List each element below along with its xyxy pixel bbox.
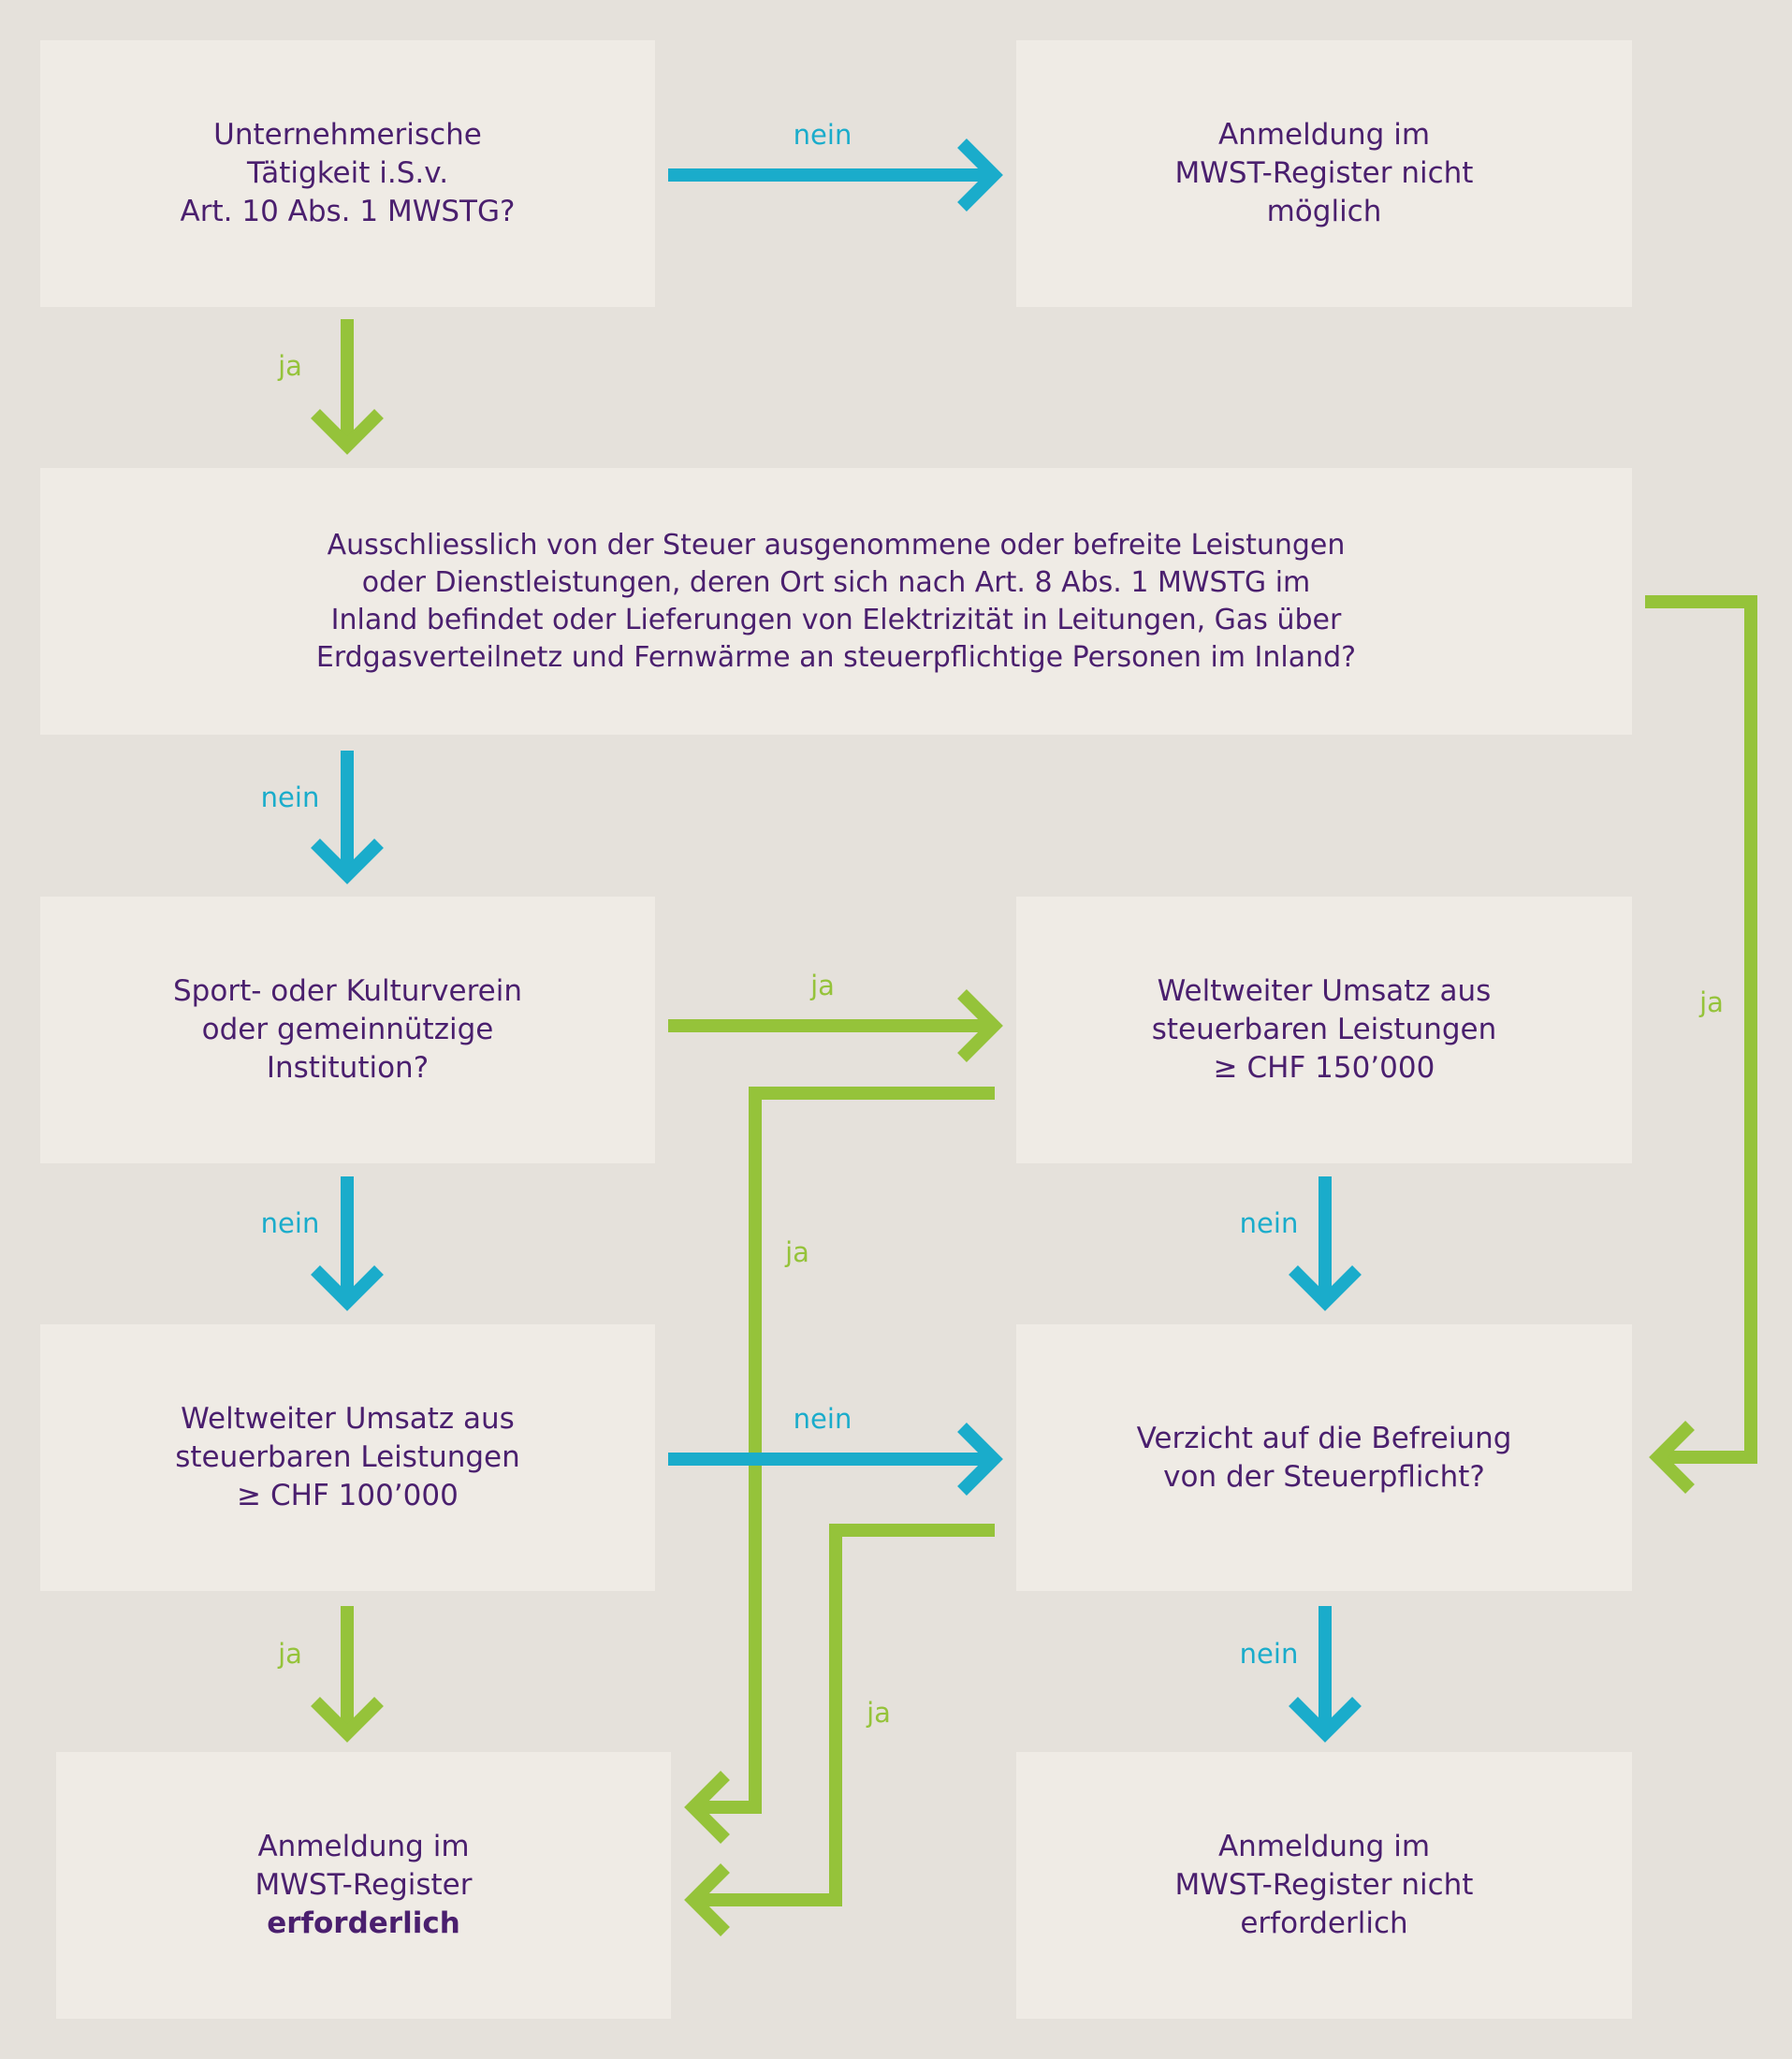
node-line: möglich: [1266, 195, 1382, 228]
arrow-nein-to-nicht-erforderlich: [1289, 1606, 1362, 1743]
node-umsatz-100000: Weltweiter Umsatz aus steuerbaren Leistu…: [40, 1324, 655, 1591]
node-line: Unternehmerische: [213, 118, 482, 152]
edge-label-nein: nein: [793, 119, 852, 151]
arrow-ja-to-ausschliesslich: [311, 319, 384, 455]
arrow-ja-to-erforderlich: [311, 1606, 384, 1743]
node-line: steuerbaren Leistungen: [175, 1440, 520, 1474]
node-line: Anmeldung im: [257, 1830, 470, 1863]
arrow-head: [311, 1265, 384, 1311]
node-register-nicht-erforderlich: Anmeldung im MWST-Register nicht erforde…: [1016, 1752, 1632, 2019]
arrow-head: [311, 409, 384, 455]
node-line: ≥ CHF 100’000: [237, 1479, 459, 1512]
arrow-head: [957, 1423, 1003, 1496]
node-line: Sport- oder Kulturverein: [173, 974, 522, 1008]
arrow-ja-umsatz150-to-erforderlich: [684, 1087, 995, 1844]
arrow-head: [957, 139, 1003, 212]
arrow-shaft: [693, 1087, 995, 1814]
edge-label-nein: nein: [1239, 1638, 1299, 1670]
arrow-ja-to-verzicht-loop: [1645, 595, 1757, 1494]
node-ausschliesslich-befreite-leistungen: Ausschliesslich von der Steuer ausgenomm…: [40, 468, 1632, 735]
edge-label-ja: ja: [867, 1697, 891, 1729]
arrow-head: [684, 1863, 730, 1936]
edge-label-ja: ja: [810, 970, 835, 1001]
node-line: Anmeldung im: [1217, 118, 1431, 152]
node-line: Inland befindet oder Lieferungen von Ele…: [330, 603, 1342, 636]
arrow-head: [684, 1771, 730, 1844]
node-line: Erdgasverteilnetz und Fernwärme an steue…: [315, 640, 1357, 674]
arrow-shaft: [1645, 595, 1757, 1464]
edge-label-ja: ja: [785, 1236, 809, 1268]
arrow-head: [311, 1697, 384, 1743]
node-line: oder Dienstleistungen, deren Ort sich na…: [361, 565, 1311, 599]
node-line: Verzicht auf die Befreiung: [1136, 1421, 1512, 1455]
arrow-nein-umsatz100-to-verzicht: [668, 1423, 1003, 1496]
arrow-nein-to-register-nicht-moeglich: [668, 139, 1003, 212]
node-line: Institution?: [266, 1051, 430, 1085]
arrow-ja-to-umsatz-150: [668, 989, 1003, 1062]
arrow-shaft: [693, 1524, 995, 1906]
node-unternehmerische-taetigkeit: Unternehmerische Tätigkeit i.S.v. Art. 1…: [40, 40, 655, 307]
arrow-ja-verzicht-to-erforderlich: [684, 1524, 995, 1936]
node-line: MWST-Register: [255, 1868, 473, 1902]
arrow-head: [1289, 1697, 1362, 1743]
node-line: MWST-Register nicht: [1174, 1868, 1474, 1902]
node-register-nicht-moeglich: Anmeldung im MWST-Register nicht möglich: [1016, 40, 1632, 307]
edge-label-ja: ja: [278, 350, 302, 382]
node-sport-kulturverein: Sport- oder Kulturverein oder gemeinnütz…: [40, 897, 655, 1163]
arrow-nein-to-umsatz-100: [311, 1176, 384, 1311]
node-line: Weltweiter Umsatz aus: [1157, 974, 1492, 1008]
node-line: Ausschliesslich von der Steuer ausgenomm…: [327, 528, 1346, 562]
node-line: ≥ CHF 150’000: [1213, 1051, 1435, 1085]
node-line: von der Steuerpflicht?: [1163, 1459, 1485, 1494]
edge-label-nein: nein: [260, 1207, 320, 1239]
arrow-nein-to-sportverein: [311, 751, 384, 884]
edge-label-ja: ja: [278, 1638, 302, 1670]
arrow-head: [1289, 1265, 1362, 1311]
node-line: Art. 10 Abs. 1 MWSTG?: [180, 195, 516, 228]
node-line-emphasis: erforderlich: [267, 1906, 460, 1940]
arrow-head: [311, 839, 384, 884]
node-verzicht-befreiung: Verzicht auf die Befreiung von der Steue…: [1016, 1324, 1632, 1591]
node-line: oder gemeinnützige: [201, 1013, 494, 1046]
node-umsatz-150000: Weltweiter Umsatz aus steuerbaren Leistu…: [1016, 897, 1632, 1163]
edge-label-ja: ja: [1699, 986, 1724, 1018]
arrow-head: [1649, 1421, 1695, 1494]
edge-label-nein: nein: [793, 1403, 852, 1435]
arrow-nein-to-verzicht: [1289, 1176, 1362, 1311]
node-line: steuerbaren Leistungen: [1151, 1013, 1497, 1046]
node-register-erforderlich: Anmeldung im MWST-Register erforderlich: [56, 1752, 671, 2019]
node-line: Tätigkeit i.S.v.: [246, 156, 449, 190]
node-line: erforderlich: [1240, 1906, 1408, 1940]
node-line: Weltweiter Umsatz aus: [181, 1402, 515, 1436]
node-line: MWST-Register nicht: [1174, 156, 1474, 190]
edge-label-nein: nein: [260, 781, 320, 813]
node-line: Anmeldung im: [1217, 1830, 1431, 1863]
edge-label-nein: nein: [1239, 1207, 1299, 1239]
arrow-head: [957, 989, 1003, 1062]
